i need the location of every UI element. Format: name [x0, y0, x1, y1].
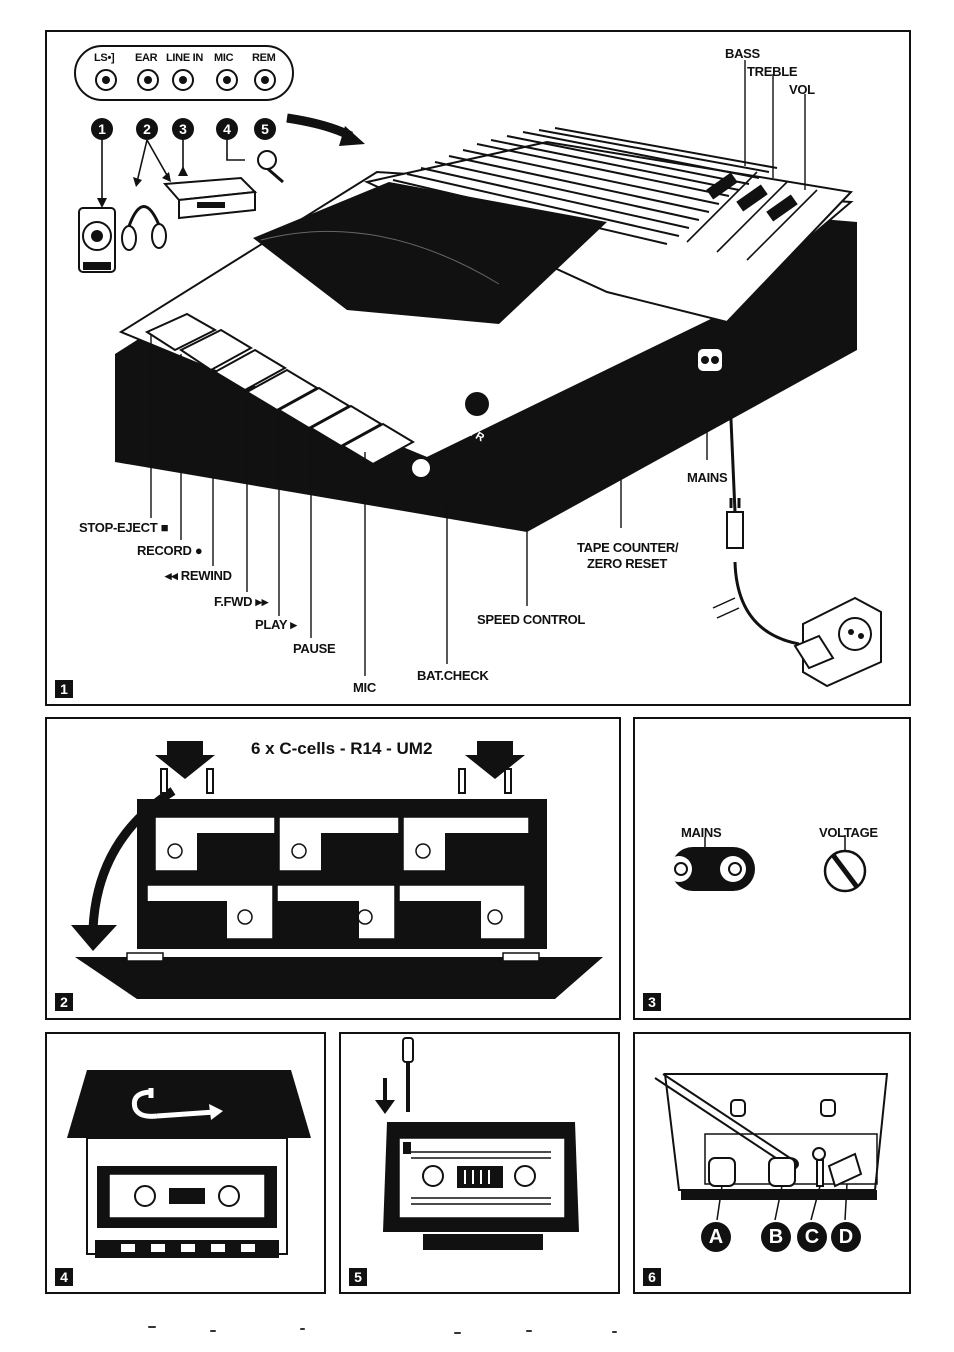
scan-mark — [210, 1330, 216, 1332]
socket-label-mic: MIC — [214, 52, 234, 64]
socket-label-ear: EAR — [135, 52, 158, 64]
callout-bat-check: BAT.CHECK — [417, 668, 489, 683]
scan-mark — [454, 1332, 461, 1334]
head-label-a: A — [701, 1222, 731, 1252]
cassette-recorder-illustration — [74, 45, 882, 688]
figure-2-panel: 6 x C-cells - R14 - UM2 2 — [45, 717, 621, 1020]
head-label-b: B — [761, 1222, 791, 1252]
head-label-c: C — [797, 1222, 827, 1252]
figure-5-panel: 5 — [339, 1032, 620, 1294]
callout-mic: MIC — [353, 680, 376, 695]
insert-cassette-illustration — [67, 1070, 311, 1258]
figure-6-panel: A B C D 6 — [633, 1032, 911, 1294]
socket-number-1: 1 — [91, 118, 113, 140]
erase-protection-illustration — [375, 1037, 579, 1250]
figure-number: 4 — [55, 1268, 73, 1286]
figure-number: 1 — [55, 680, 73, 698]
callout-record: RECORD ● — [137, 543, 203, 558]
socket-number-5: 5 — [254, 118, 276, 140]
head-cleaning-illustration — [654, 1073, 889, 1221]
socket-label-line-in: LINE IN — [166, 52, 204, 64]
label-treble: TREBLE — [747, 64, 798, 79]
label-bass: BASS — [725, 46, 760, 61]
callout-tape-counter: TAPE COUNTER/ — [577, 540, 679, 555]
socket-number-2: 2 — [136, 118, 158, 140]
scan-mark — [526, 1330, 532, 1332]
callout-pause: PAUSE — [293, 641, 336, 656]
socket-number-4: 4 — [216, 118, 238, 140]
callout-mains: MAINS — [687, 470, 728, 485]
scan-mark — [612, 1331, 617, 1333]
callout-rewind: ◂◂ REWIND — [165, 568, 232, 583]
socket-label-ls: LS•] — [94, 52, 115, 64]
figure-number: 2 — [55, 993, 73, 1011]
figure-number: 6 — [643, 1268, 661, 1286]
mains-voltage-illustration — [666, 835, 867, 893]
scan-mark — [148, 1326, 156, 1328]
socket-label-rem: REM — [252, 52, 276, 64]
callout-speed-control: SPEED CONTROL — [477, 612, 586, 627]
socket-number-3: 3 — [172, 118, 194, 140]
battery-compartment-illustration — [71, 741, 603, 999]
figure-number: 5 — [349, 1268, 367, 1286]
figure-number: 3 — [643, 993, 661, 1011]
label-mains: MAINS — [681, 825, 722, 840]
label-voltage: VOLTAGE — [819, 825, 878, 840]
scan-mark — [300, 1328, 305, 1330]
callout-zero-reset: ZERO RESET — [587, 556, 668, 571]
label-vol: VOL — [789, 82, 815, 97]
callout-play: PLAY ▸ — [255, 617, 297, 632]
figure-2-title: 6 x C-cells - R14 - UM2 — [251, 739, 433, 758]
figure-3-panel: MAINS VOLTAGE 3 — [633, 717, 911, 1020]
figure-1-panel: LS•] EAR LINE IN MIC REM 1 2 3 4 5 BASS … — [45, 30, 911, 706]
figure-4-panel: 4 — [45, 1032, 326, 1294]
head-label-d: D — [831, 1222, 861, 1252]
callout-stop-eject: STOP-EJECT ■ — [79, 520, 169, 535]
callout-ffwd: F.FWD ▸▸ — [214, 594, 268, 609]
